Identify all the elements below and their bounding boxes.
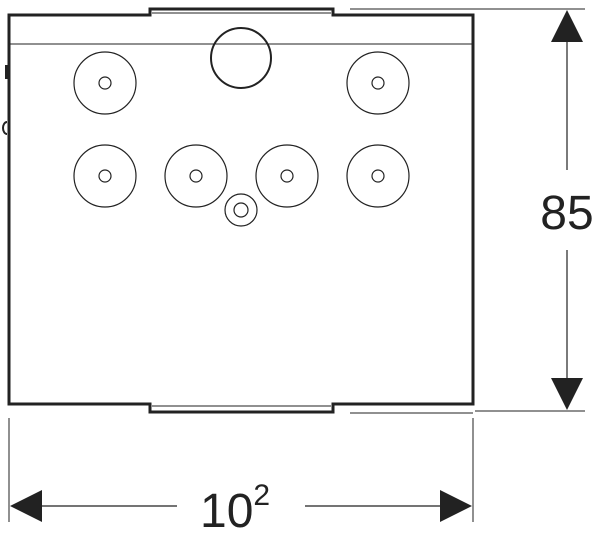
- connection-top-right: [346, 51, 410, 115]
- connection-top-left: [73, 51, 137, 115]
- height-label: 85: [540, 187, 593, 240]
- arrowhead-left: [10, 490, 42, 522]
- connection-row2-1: [73, 144, 137, 208]
- width-label: 102: [200, 479, 270, 536]
- width-dimension: [8, 418, 474, 522]
- arrowhead-down: [551, 378, 583, 410]
- pipe-connections: [73, 51, 410, 227]
- housing-outline: [2, 7, 475, 414]
- connection-row2-3: [255, 144, 319, 208]
- height-dimension: [350, 8, 585, 412]
- connection-small: [224, 193, 258, 227]
- connection-row2-2: [164, 144, 228, 208]
- top-large-opening: [210, 27, 272, 89]
- arrowhead-up: [551, 10, 583, 42]
- connection-row2-4: [346, 144, 410, 208]
- arrowhead-right: [440, 490, 472, 522]
